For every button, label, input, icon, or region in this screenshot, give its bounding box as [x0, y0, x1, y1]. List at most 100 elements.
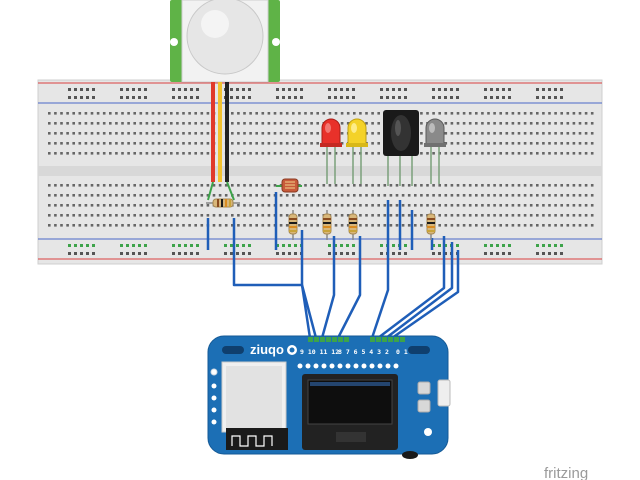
- terminal-hole: [395, 204, 399, 207]
- terminal-hole: [395, 214, 399, 217]
- terminal-hole: [310, 142, 313, 145]
- terminal-hole: [48, 132, 51, 135]
- terminal-hole: [285, 112, 289, 115]
- terminal-hole: [475, 142, 478, 145]
- terminal-hole: [371, 122, 374, 125]
- rail-hole: [352, 252, 355, 255]
- terminal-hole: [554, 214, 557, 217]
- terminal-hole: [444, 122, 448, 125]
- gray-led: [424, 118, 446, 184]
- terminal-hole: [279, 204, 283, 207]
- terminal-hole: [261, 132, 265, 135]
- rail-hole: [554, 252, 557, 255]
- signal-wires: [206, 192, 460, 340]
- terminal-hole: [200, 122, 204, 125]
- terminal-hole: [493, 184, 496, 187]
- terminal-hole: [292, 122, 295, 125]
- terminal-hole: [438, 224, 441, 227]
- rail-hole: [276, 88, 279, 91]
- terminal-hole: [188, 184, 191, 187]
- terminal-hole: [322, 194, 326, 197]
- terminal-hole: [243, 224, 246, 227]
- terminal-hole: [304, 122, 307, 125]
- terminal-hole: [121, 142, 124, 145]
- terminal-hole: [127, 142, 130, 145]
- top-dot: [329, 363, 335, 369]
- terminal-hole: [267, 152, 271, 155]
- resistor-band: [289, 222, 297, 224]
- terminal-hole: [182, 112, 185, 115]
- terminal-hole: [109, 142, 112, 145]
- terminal-hole: [139, 122, 143, 125]
- terminal-hole: [285, 204, 289, 207]
- terminal-hole: [182, 122, 185, 125]
- terminal-hole: [548, 224, 551, 227]
- terminal-hole: [584, 194, 588, 197]
- terminal-hole: [194, 122, 197, 125]
- top-dot: [337, 363, 343, 369]
- terminal-hole: [237, 132, 240, 135]
- terminal-hole: [102, 184, 106, 187]
- terminal-hole: [468, 224, 472, 227]
- terminal-hole: [548, 132, 551, 135]
- board-brand: ziuqo: [250, 342, 284, 357]
- terminal-hole: [151, 194, 155, 197]
- terminal-hole: [475, 224, 478, 227]
- terminal-hole: [310, 214, 313, 217]
- pin-labels-right: 0 1: [396, 348, 408, 356]
- side-pad: [211, 407, 217, 413]
- terminal-hole: [487, 132, 490, 135]
- resistor-band: [349, 226, 357, 228]
- rail-hole: [144, 252, 147, 255]
- terminal-hole: [407, 204, 411, 207]
- terminal-hole: [487, 204, 490, 207]
- terminal-hole: [145, 214, 149, 217]
- terminal-hole: [133, 214, 136, 217]
- terminal-hole: [243, 152, 246, 155]
- terminal-hole: [60, 122, 63, 125]
- terminal-hole: [475, 204, 478, 207]
- terminal-hole: [542, 204, 545, 207]
- terminal-hole: [249, 122, 252, 125]
- terminal-hole: [298, 142, 301, 145]
- terminal-hole: [462, 142, 466, 145]
- pir-jumpers: [207, 181, 235, 201]
- terminal-hole: [267, 204, 271, 207]
- rail-hole: [398, 88, 401, 91]
- terminal-hole: [170, 122, 173, 125]
- terminal-hole: [48, 194, 51, 197]
- terminal-hole: [450, 214, 454, 217]
- rail-hole: [340, 252, 343, 255]
- terminal-hole: [255, 204, 258, 207]
- terminal-hole: [292, 204, 295, 207]
- terminal-hole: [163, 224, 167, 227]
- watermark: fritzing: [544, 465, 588, 480]
- terminal-hole: [542, 152, 545, 155]
- rail-hole: [178, 244, 181, 247]
- terminal-hole: [102, 224, 106, 227]
- terminal-hole: [359, 214, 362, 217]
- terminal-hole: [115, 132, 118, 135]
- terminal-hole: [481, 224, 484, 227]
- terminal-hole: [377, 112, 380, 115]
- terminal-hole: [218, 224, 222, 227]
- terminal-hole: [310, 112, 313, 115]
- terminal-hole: [322, 184, 326, 187]
- terminal-hole: [84, 152, 88, 155]
- terminal-hole: [133, 112, 136, 115]
- terminal-hole: [590, 142, 594, 145]
- terminal-hole: [316, 132, 319, 135]
- rail-hole: [456, 244, 459, 247]
- boot-button[interactable]: [417, 399, 431, 413]
- reset-button[interactable]: [417, 381, 431, 395]
- rail-hole: [380, 96, 383, 99]
- terminal-hole: [542, 184, 545, 187]
- terminal-hole: [475, 194, 478, 197]
- terminal-hole: [340, 184, 344, 187]
- terminal-hole: [438, 194, 441, 197]
- terminal-hole: [328, 184, 332, 187]
- rail-hole: [190, 88, 193, 91]
- terminal-hole: [298, 122, 301, 125]
- terminal-hole: [78, 224, 82, 227]
- rail-hole: [444, 244, 447, 247]
